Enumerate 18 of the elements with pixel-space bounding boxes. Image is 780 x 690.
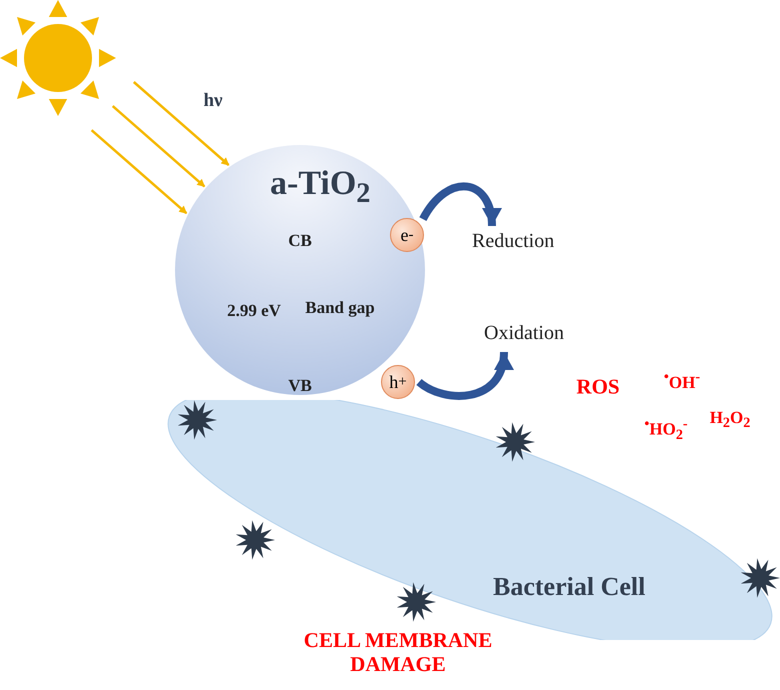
band-label: CB (288, 231, 312, 251)
arrow (416, 352, 512, 400)
arrow (132, 81, 230, 166)
energy-label: hν (203, 90, 223, 112)
species-label: $^{•}$OH$^{-}$ (664, 369, 700, 393)
energy-value: 2.99 eV (227, 301, 281, 321)
arrow (419, 182, 501, 226)
arrow (90, 129, 188, 214)
species-label: ROS (576, 374, 620, 400)
band-label: VB (288, 376, 312, 396)
arrow (112, 105, 206, 188)
damage-label: CELL MEMBRANE DAMAGE (302, 628, 494, 676)
catalyst-label: a-TiO$_{2}$ (270, 165, 370, 210)
band-gap-label: Band gap (304, 298, 376, 318)
species-label: H$_{2}$O$_{2}$ (710, 408, 750, 432)
reaction-label: Reduction (472, 230, 582, 256)
cell-label: Bacterial Cell (493, 572, 646, 602)
reaction-label: Oxidation (484, 322, 590, 348)
